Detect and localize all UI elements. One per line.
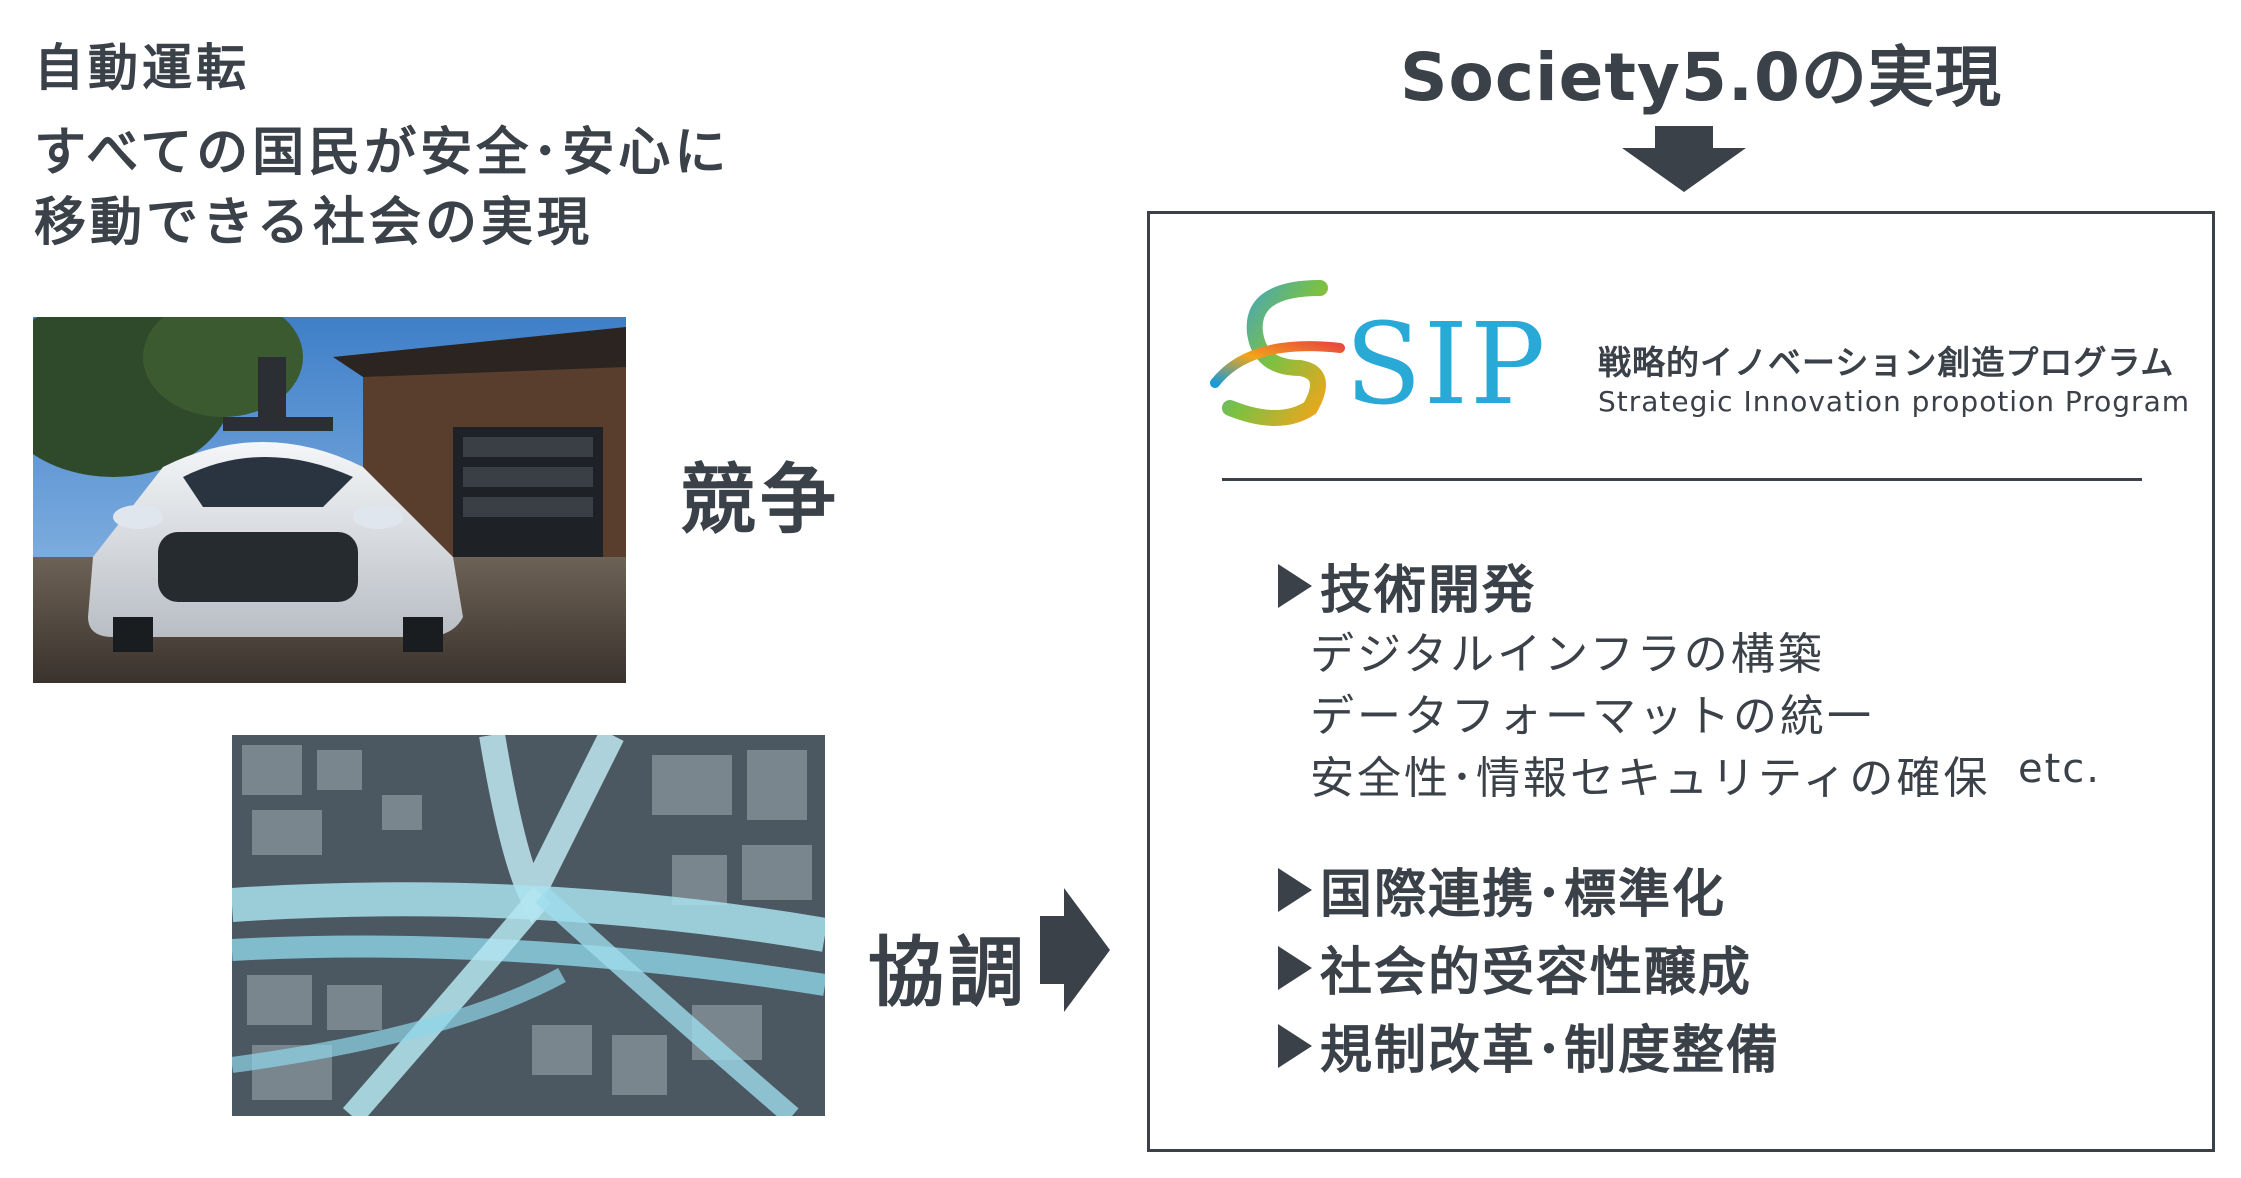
section-tech-development: 技術開発 — [1278, 548, 1536, 623]
sip-program-box — [1147, 211, 2215, 1152]
section-regulatory-reform: 規制改革･制度整備 — [1278, 1008, 1780, 1083]
section-social-acceptance: 社会的受容性醸成 — [1278, 930, 1752, 1005]
vision-line-2: 移動できる社会の実現 — [34, 193, 593, 253]
aerial-city-photo — [232, 735, 825, 1116]
right-arrow-icon — [1040, 888, 1110, 1012]
sip-logo-text: SIP — [1345, 300, 1548, 430]
sip-name-ja: 戦略的イノベーション創造プログラム — [1598, 343, 2175, 382]
sip-logo-icon — [1210, 280, 1345, 426]
section-title: 技術開発 — [1320, 561, 1537, 621]
tech-items-etc: etc. — [2018, 746, 2101, 792]
society-title: Society5.0の実現 — [1400, 39, 2002, 116]
section-international-standardization: 国際連携･標準化 — [1278, 852, 1726, 927]
car-illustration — [33, 317, 626, 683]
triangle-bullet-icon — [1278, 1023, 1312, 1068]
section-title: 社会的受容性醸成 — [1320, 943, 1753, 1003]
city-illustration — [232, 735, 825, 1116]
section-title: 規制改革･制度整備 — [1320, 1021, 1781, 1081]
triangle-bullet-icon — [1278, 945, 1312, 990]
autonomous-driving-label: 自動運転 — [34, 39, 250, 97]
triangle-bullet-icon — [1278, 563, 1312, 608]
tech-item-digital-infra: デジタルインフラの構築 — [1310, 629, 1825, 680]
box-divider — [1222, 478, 2142, 481]
autonomous-car-photo — [33, 317, 626, 683]
triangle-bullet-icon — [1278, 867, 1312, 912]
vision-line-1: すべての国民が安全･安心に — [34, 123, 731, 183]
cooperation-label: 協調 — [868, 928, 1028, 1017]
tech-item-security: 安全性･情報セキュリティの確保 — [1310, 753, 1991, 804]
tech-item-data-format: データフォーマットの統一 — [1310, 691, 1874, 742]
sip-name-en: Strategic Innovation propotion Program — [1598, 385, 2190, 418]
down-arrow-icon — [1622, 126, 1746, 192]
competition-label: 競争 — [680, 455, 840, 544]
section-title: 国際連携･標準化 — [1320, 865, 1727, 925]
vision-statement: すべての国民が安全･安心に 移動できる社会の実現 — [34, 118, 730, 258]
